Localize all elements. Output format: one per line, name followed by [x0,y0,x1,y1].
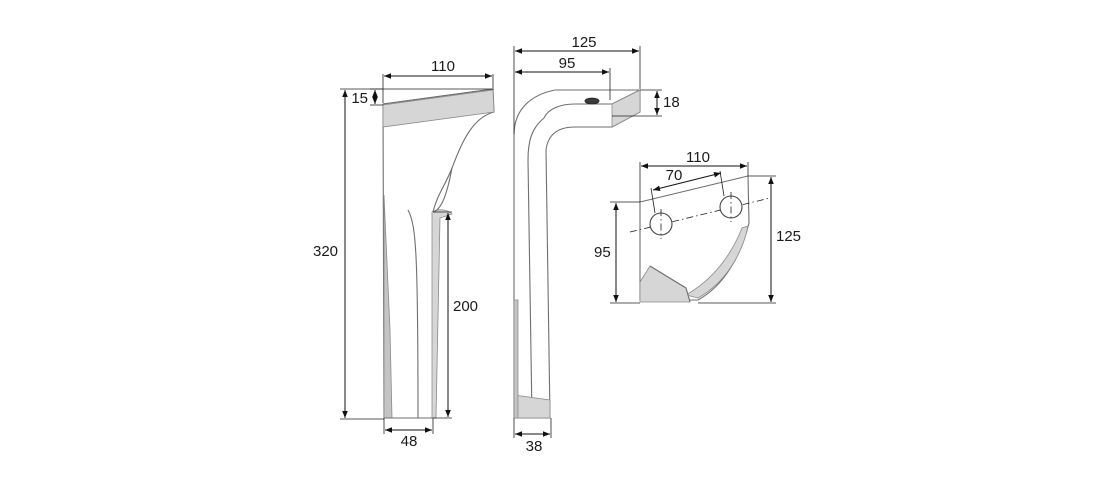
label-flange-hole-height: 95 [594,244,611,261]
flange-hole-centerline [629,197,771,233]
front-view-dimensions: 110 15 320 200 48 [313,58,494,450]
side-view-dimensions: 125 95 18 38 [513,34,680,455]
label-side-hole-offset: 95 [559,55,576,72]
label-side-flange-thickness: 18 [663,94,680,111]
front-top-bevel [382,89,495,128]
side-view [513,89,641,419]
front-view [382,88,495,419]
label-front-top-thickness: 15 [351,90,368,107]
flange-view [629,175,771,303]
dim-line-flange-hole-spacing [652,171,722,192]
front-inner-edge-strip [431,209,453,419]
label-side-overall-reach: 125 [571,34,596,51]
side-flange-thickness-face [611,89,641,128]
side-blade-outline [513,89,641,419]
label-flange-hole-spacing: 70 [666,167,683,184]
label-front-total-height: 320 [313,243,338,260]
label-flange-width: 110 [686,149,710,166]
side-flange-hole [584,97,600,105]
label-side-bottom-width: 38 [526,438,543,455]
label-flange-height: 125 [776,228,801,245]
label-front-bottom-width: 48 [401,433,418,450]
label-front-top-width: 110 [431,58,455,75]
flange-view-dimensions: 110 70 95 125 [594,149,801,304]
label-front-lower-height: 200 [453,298,478,315]
